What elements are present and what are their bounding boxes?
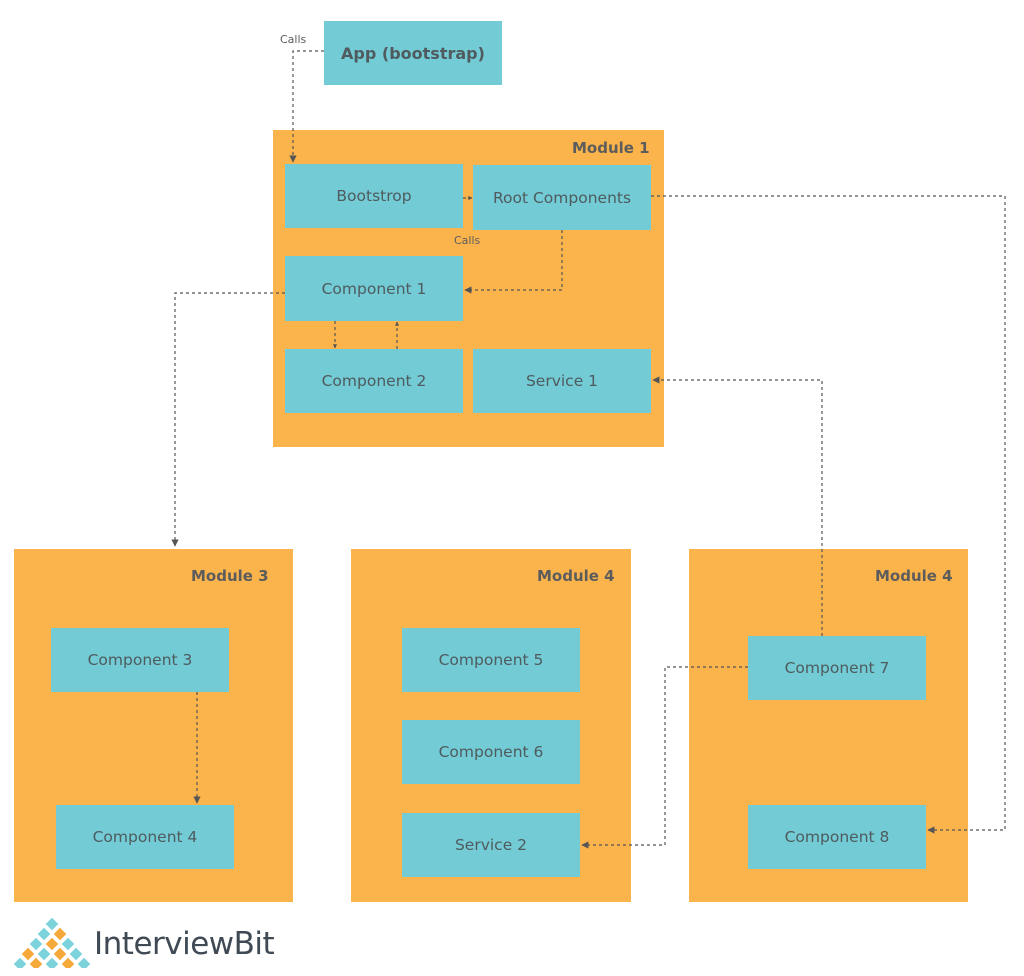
edge-root-to-component8 bbox=[651, 195, 1006, 834]
interviewbit-logo-icon bbox=[12, 916, 92, 968]
edge-component1-to-module3 bbox=[171, 292, 285, 547]
edge-component7-to-service2 bbox=[581, 666, 748, 849]
calls-label-mid: Calls bbox=[454, 234, 481, 247]
module-4-right-title: Module 4 bbox=[875, 567, 953, 585]
bootstrap-node: Bootstrop bbox=[285, 164, 463, 228]
logo-text: InterviewBit bbox=[94, 926, 275, 962]
module-4-middle-title: Module 4 bbox=[537, 567, 615, 585]
component-1-node: Component 1 bbox=[285, 256, 463, 321]
component-8-node: Component 8 bbox=[748, 805, 926, 869]
service-2-node: Service 2 bbox=[402, 813, 580, 877]
component-4-node: Component 4 bbox=[56, 805, 234, 869]
service-1-node: Service 1 bbox=[473, 349, 651, 413]
module-3-title: Module 3 bbox=[191, 567, 269, 585]
component-5-node: Component 5 bbox=[402, 628, 580, 692]
component-2-node: Component 2 bbox=[285, 349, 463, 413]
edge-root-to-component1 bbox=[464, 230, 563, 294]
component-6-node: Component 6 bbox=[402, 720, 580, 784]
calls-label-top: Calls bbox=[280, 33, 307, 46]
module-1-title: Module 1 bbox=[572, 139, 650, 157]
edge-component7-to-service1 bbox=[652, 376, 823, 636]
root-components-node: Root Components bbox=[473, 165, 651, 230]
app-bootstrap-node: App (bootstrap) bbox=[324, 21, 502, 85]
edge-app-to-bootstrap bbox=[289, 50, 324, 163]
component-7-node: Component 7 bbox=[748, 636, 926, 700]
component-3-node: Component 3 bbox=[51, 628, 229, 692]
